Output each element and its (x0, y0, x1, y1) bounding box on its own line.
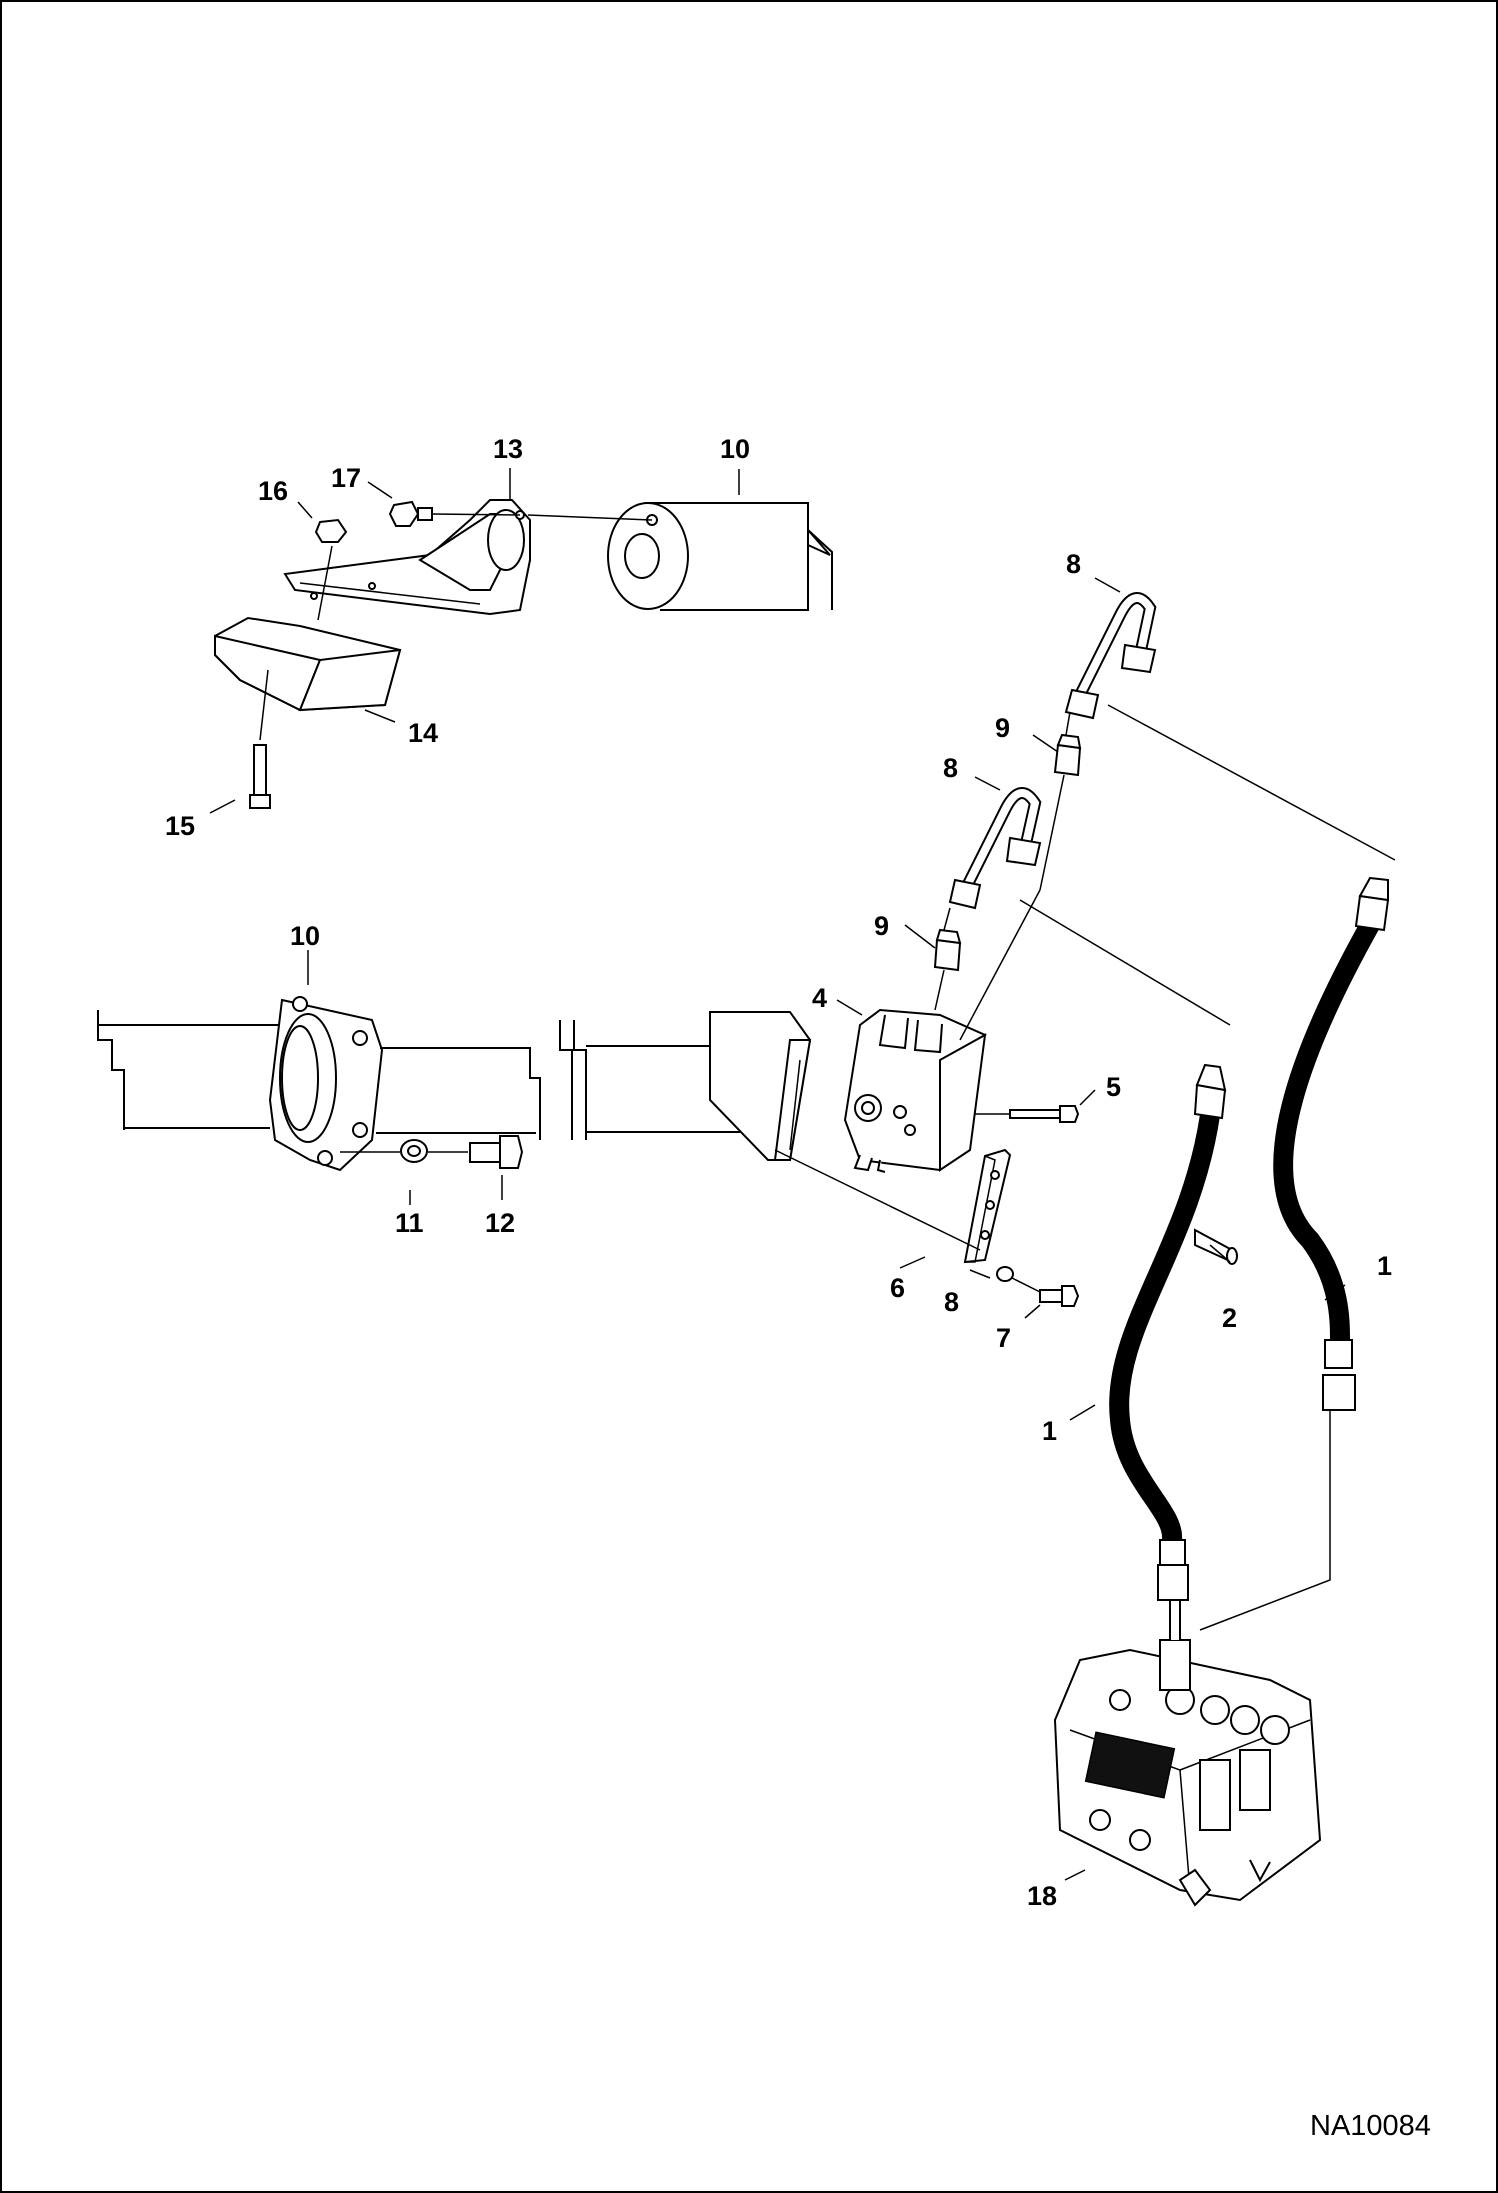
upper-cylinder-part (607, 502, 833, 611)
callout-13: 13 (493, 434, 523, 464)
callout-5: 6 (890, 1273, 905, 1303)
valve-block-3-part (843, 1008, 987, 1173)
callout-12: 12 (485, 1208, 515, 1238)
leader-plate-hardware (774, 1149, 1041, 1293)
lower-cylinder-tube (97, 996, 774, 1172)
control-valve-18-part (1053, 1599, 1322, 1907)
callout-7: 8 (944, 1287, 959, 1317)
callout-16: 16 (258, 476, 288, 506)
bolt-4-part (975, 1105, 1080, 1123)
tube-8-upper-part (1064, 592, 1157, 720)
leader-tube8b-to-hose (1019, 899, 1231, 1026)
callout-15: 15 (165, 811, 195, 841)
callout-9a: 9 (995, 713, 1010, 743)
callout-4: 5 (1106, 1072, 1121, 1102)
hose-1-left-part (1109, 1063, 1227, 1650)
washer-11-part (400, 1139, 428, 1163)
screw-17-part (388, 500, 521, 527)
callout-1b: 1 (1377, 1251, 1392, 1281)
tube-8-lower-part (948, 787, 1042, 910)
reference-code: NA10084 (1310, 2110, 1431, 2142)
fitting-9-lower-part (933, 889, 1041, 1041)
callout-8a: 8 (1066, 549, 1081, 579)
callout-10b: 10 (290, 921, 320, 951)
bolt-15-part (249, 669, 271, 809)
hose-1-right-part (1199, 876, 1390, 1631)
mounting-bracket-part (283, 499, 531, 616)
callout-6: 7 (996, 1323, 1011, 1353)
callout-1a: 1 (1042, 1416, 1057, 1446)
leader-tube8-to-hose (1107, 704, 1396, 861)
callout-9b: 9 (874, 911, 889, 941)
washer-7-part (996, 1266, 1014, 1282)
nut-16-part (314, 518, 348, 621)
valve-mount-block (709, 1011, 812, 1161)
callout-11: 11 (395, 1208, 424, 1238)
callout-10a: 10 (720, 434, 750, 464)
callout-17: 17 (331, 463, 361, 493)
callout-2: 2 (1222, 1303, 1237, 1333)
callout-3: 4 (812, 983, 827, 1013)
callout-8b: 8 (943, 753, 958, 783)
callout-18: 18 (1027, 1881, 1057, 1911)
pad-block-part (214, 616, 402, 712)
screw-6-part (1039, 1285, 1080, 1307)
callout-leaders (209, 468, 1346, 1881)
callout-14: 14 (408, 718, 438, 748)
plug-2-part (1194, 1228, 1238, 1265)
bolt-12-part (469, 1135, 524, 1169)
leader-bracket-to-cylinder (527, 514, 653, 521)
fitting-9-upper-part (1039, 711, 1082, 891)
